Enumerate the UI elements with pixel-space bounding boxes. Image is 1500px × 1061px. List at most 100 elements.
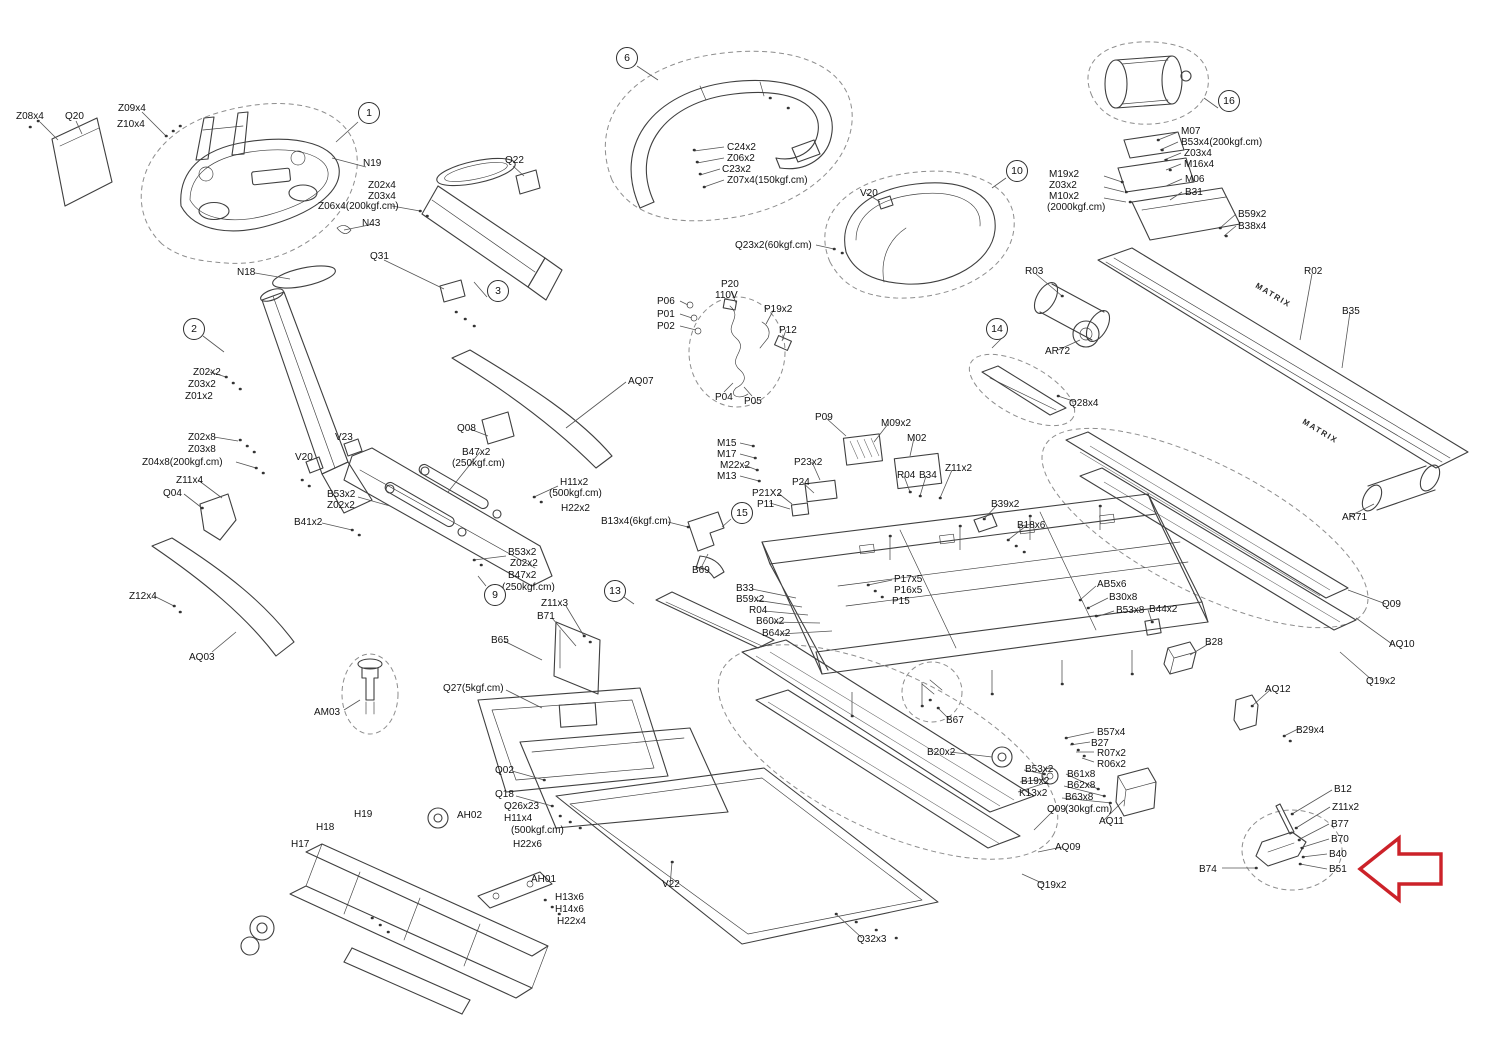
part-label: B71 [537,611,555,622]
part-label: B35 [1342,306,1360,317]
part-label: AH01 [531,874,557,885]
part-label: B51 [1329,864,1347,875]
part-label: Q28x4 [1069,398,1099,409]
floor-pan-q02 [519,727,729,829]
center-platform-q27 [477,687,669,793]
side-trim-aq03 [151,493,295,657]
part-label: B20x2 [927,747,956,758]
part-label: V20 [295,452,313,463]
part-label: P09 [815,412,833,423]
part-label: B34 [919,470,937,481]
part-label: P20 [721,279,739,290]
part-label: Q09 [1047,804,1066,815]
part-label: M16x4 [1184,159,1215,170]
part-label: B47x2 [462,447,491,458]
part-label: AQ11 [1099,816,1124,827]
part-label: H11x2 [560,477,589,488]
part-label: AR71 [1342,512,1368,523]
part-label: P16x5 [894,585,923,596]
part-label: Q04 [163,488,182,499]
handlebar-assembly [604,50,853,222]
part-label: B62x8 [1067,780,1096,791]
part-label: B53x2 [508,547,537,558]
part-label: AB5x6 [1097,579,1127,590]
trim-strip-b65 [553,621,601,695]
part-label: B59x2 [1238,209,1267,220]
part-label: Z08x4 [16,111,44,122]
callout-9: 9 [484,584,506,606]
part-label: H22x6 [513,839,542,850]
part-label: Q08 [457,423,476,434]
part-label: M17 [717,449,737,460]
part-label: (30kgf.cm) [1065,804,1113,815]
part-label: Q18 [495,789,514,800]
part-label: Z03x8 [188,444,216,455]
part-label: Z11x2 [1332,802,1360,813]
part-label: M19x2 [1049,169,1080,180]
part-label: B67 [946,715,964,726]
part-label: P04 [715,392,733,403]
part-label: R04 [749,605,768,616]
part-label: Z02x2 [510,558,538,569]
part-label: B28 [1205,637,1223,648]
part-label: H14x6 [555,904,584,915]
part-label: Q19x2 [1037,880,1067,891]
part-label: B53x2 [1025,764,1054,775]
part-label: M06 [1185,174,1205,185]
part-label: B64x2 [762,628,791,639]
callout-16: 16 [1218,90,1240,112]
part-label: B39x2 [991,499,1020,510]
part-label: K13x2 [1019,788,1048,799]
part-label: B61x8 [1067,769,1096,780]
side-rail-item14 [968,353,1076,427]
part-label: Q20 [65,111,84,122]
part-label: N19 [363,158,382,169]
part-label: Q09 [1382,599,1401,610]
part-label: Z10x4 [117,119,145,130]
part-label: Z02x4 [368,180,396,191]
side-trim-aq07 [451,349,613,469]
part-label: Q32x3 [857,934,887,945]
callout-15: 15 [731,502,753,524]
part-label: B77 [1331,819,1349,830]
part-label: R06x2 [1097,759,1126,770]
electronics [790,433,943,517]
part-label: Q31 [370,251,389,262]
part-label: B47x2 [508,570,537,581]
part-label: H22x4 [557,916,586,927]
part-label: Q26x23 [504,801,540,812]
part-label: P06 [657,296,675,307]
part-label: AR72 [1045,346,1071,357]
frame-uprights [260,157,563,514]
part-label: B53x4(200kgf.cm) [1181,137,1263,148]
part-label: B13x4(6kgf.cm) [601,516,672,527]
console-assembly [140,103,358,264]
part-label: (2000kgf.cm) [1047,202,1106,213]
part-label: R02 [1304,266,1323,277]
part-label: AQ09 [1055,842,1081,853]
part-label: Z09x4 [118,103,146,114]
part-label: Z03x2 [1049,180,1077,191]
part-label: P02 [657,321,675,332]
part-label: B70 [1331,834,1349,845]
part-label: B19x2 [1021,776,1050,787]
part-label: AQ12 [1265,684,1291,695]
part-label: Z07x4(150kgf.cm) [727,175,808,186]
part-label: B69 [692,565,710,576]
part-label: AQ10 [1389,639,1415,650]
part-label: P11 [757,499,775,510]
part-label: B63x8 [1065,792,1094,803]
part-label: B27 [1091,738,1109,749]
part-label: V23 [335,432,353,443]
part-label: P23x2 [794,457,823,468]
callout-1: 1 [358,102,380,124]
part-label: B57x4 [1097,727,1126,738]
small-brackets-center [655,511,1343,891]
part-label: V22 [662,879,680,890]
part-label: P21X2 [752,488,783,499]
part-label: B40 [1329,849,1347,860]
part-label: B41x2 [294,517,323,528]
part-label: Q23x2(60kgf.cm) [735,240,812,251]
